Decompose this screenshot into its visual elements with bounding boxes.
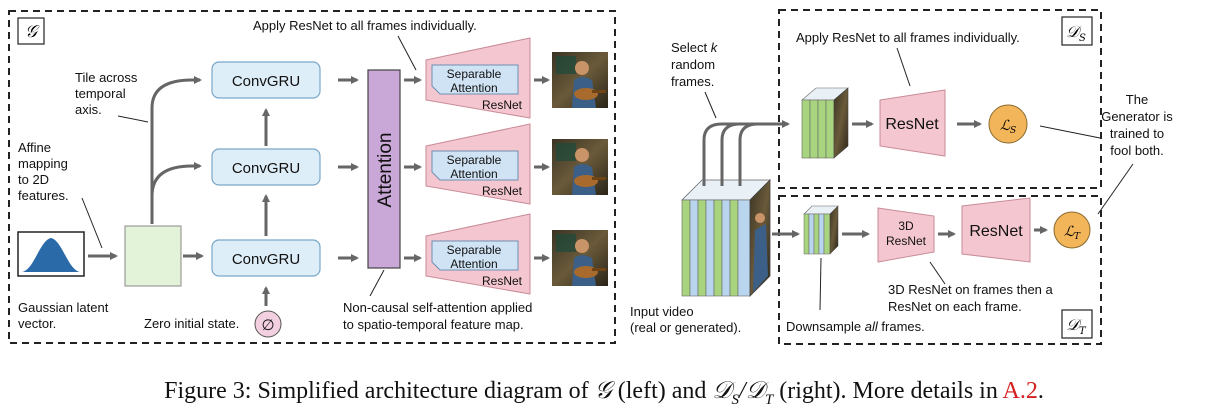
select-label-3: frames. [671, 74, 714, 89]
zero-state-label: Zero initial state. [144, 316, 239, 331]
attention-label: Attention [375, 133, 396, 208]
self-attention-pointer [369, 269, 385, 297]
generator-note-2: Generator is [1101, 109, 1173, 124]
caption-end: . [1037, 378, 1044, 404]
separable-2-line2: Attention [450, 167, 497, 181]
output-frame-1 [552, 52, 608, 108]
generator-tag: 𝒢 [25, 22, 40, 42]
ds-frame-stack [801, 87, 849, 159]
resnet3d-label-2: ResNet [886, 234, 927, 248]
input-video-label-1: Input video [630, 304, 694, 319]
separable-1-line1: Separable [447, 67, 502, 81]
dt-panel [778, 195, 1102, 345]
dt-note-pointer [929, 261, 946, 285]
gaussian-curve-icon [22, 238, 80, 272]
latent-feature-block [124, 225, 182, 287]
note-pointer-t [1097, 163, 1134, 215]
arrow-select-1 [702, 120, 790, 186]
convgru-3 [211, 239, 321, 277]
zero-state-symbol: ∅ [261, 317, 274, 334]
generator-panel [8, 10, 616, 344]
figure-caption: Figure 3: Simplified architecture diagra… [0, 378, 1208, 409]
generator-tag-box [17, 17, 45, 45]
convgru-1-label: ConvGRU [232, 73, 300, 90]
convgru-1 [211, 61, 321, 99]
note-pointer-s [1039, 125, 1101, 139]
select-pointer [704, 91, 717, 119]
tile-label-3: axis. [75, 102, 102, 117]
convgru-2-label: ConvGRU [232, 160, 300, 177]
convgru-2 [211, 148, 321, 186]
ds-apply-label: Apply ResNet to all frames individually. [796, 30, 1020, 45]
resnet3d-block [877, 207, 935, 263]
resnet-3-label: ResNet [482, 274, 523, 288]
dt-note-1: 3D ResNet on frames then a [888, 282, 1054, 297]
resnet-block-3 [425, 213, 531, 295]
dt-resnet-block [961, 197, 1031, 263]
separable-2-line1: Separable [447, 153, 502, 167]
separable-3-line1: Separable [447, 243, 502, 257]
gaussian-label-1: Gaussian latent [18, 300, 109, 315]
ds-resnet-block [879, 89, 946, 157]
select-label-2: random [671, 57, 715, 72]
generator-note-3: trained to [1110, 126, 1164, 141]
arrow-select-3 [738, 122, 759, 186]
caption-suffix: (right). More details in [773, 378, 1003, 404]
arrow-select-2 [720, 122, 741, 186]
dt-resnet-label: ResNet [969, 223, 1023, 240]
resnet-1-label: ResNet [482, 98, 523, 112]
dt-note-2: ResNet on each frame. [888, 299, 1022, 314]
gaussian-label-2: vector. [18, 316, 56, 331]
convgru-3-label: ConvGRU [232, 251, 300, 268]
affine-label-4: features. [18, 188, 69, 203]
apply-resnet-label: Apply ResNet to all frames individually. [253, 18, 477, 33]
resnet-block-2 [425, 123, 531, 205]
self-attention-label-1: Non-causal self-attention applied [343, 300, 532, 315]
dt-tag-box [1061, 309, 1093, 339]
architecture-diagram: 𝒢 Gaussian latent vector. Affine mapping… [8, 9, 1173, 345]
output-frame-2 [552, 139, 608, 195]
output-frame-3 [552, 230, 608, 286]
caption-d-symbols: 𝒟S/𝒟T [712, 378, 774, 408]
apply-resnet-pointer [397, 35, 417, 71]
select-label-1: Select k [671, 40, 719, 55]
affine-label-2: mapping [18, 156, 68, 171]
resnet-block-1 [425, 37, 531, 119]
arrow-latent-convgru2 [150, 162, 202, 197]
separable-1-line2: Attention [450, 81, 497, 95]
ds-apply-pointer [896, 47, 911, 87]
attention-block [367, 69, 401, 269]
resnet3d-label-1: 3D [898, 219, 914, 233]
caption-g-symbol: 𝒢 [594, 378, 612, 404]
tile-label-2: temporal [75, 86, 126, 101]
affine-pointer [81, 197, 103, 249]
ds-resnet-label: ResNet [885, 116, 939, 133]
arrow-latent-convgru1 [150, 76, 202, 224]
affine-label-3: to 2D [18, 172, 49, 187]
tile-pointer [117, 115, 149, 123]
dt-downsampled-stack [803, 205, 839, 255]
caption-middle: (left) and [611, 378, 713, 404]
downsample-pointer [819, 257, 822, 311]
loss-s-node [988, 104, 1028, 144]
input-video-stack [681, 179, 771, 297]
caption-prefix: Figure 3: Simplified architecture diagra… [164, 378, 595, 404]
loss-t-node [1053, 211, 1091, 249]
tile-label-1: Tile across [75, 70, 138, 85]
ds-panel [778, 9, 1102, 189]
zero-state-node [254, 310, 282, 338]
downsample-label: Downsample all frames. [786, 319, 925, 334]
self-attention-label-2: to spatio-temporal feature map. [343, 317, 524, 332]
separable-3-line2: Attention [450, 257, 497, 271]
affine-label-1: Affine [18, 140, 51, 155]
caption-ref-link[interactable]: A.2 [1002, 378, 1038, 404]
generator-note-1: The [1126, 92, 1148, 107]
ds-tag-box [1061, 16, 1093, 46]
generator-note-4: fool both. [1110, 143, 1164, 158]
resnet-2-label: ResNet [482, 184, 523, 198]
input-video-label-2: (real or generated). [630, 320, 741, 335]
